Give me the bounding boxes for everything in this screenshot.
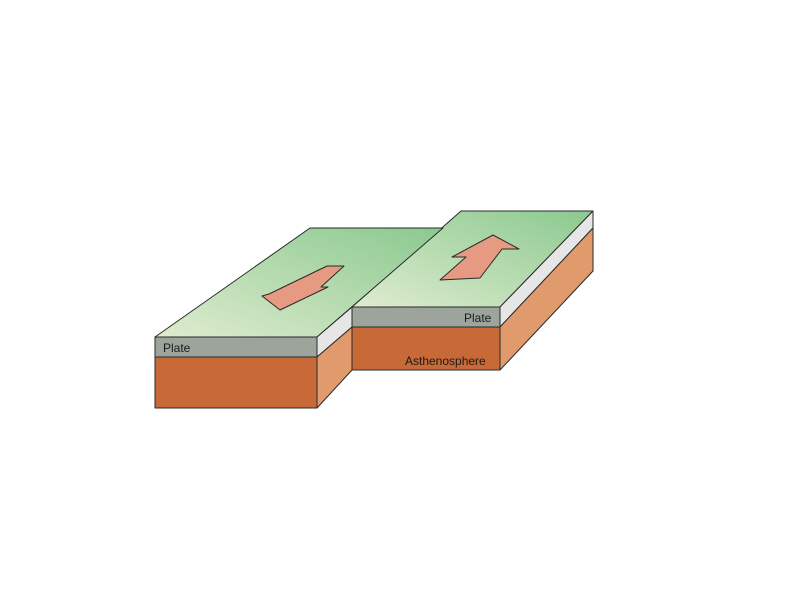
asthenosphere-label: Asthenosphere: [405, 354, 486, 368]
right-asthenosphere-side: [499, 227, 594, 371]
left-plate-arrow: [261, 265, 345, 311]
left-asthenosphere-front: [154, 356, 318, 409]
left-asthenosphere-side: [316, 326, 353, 409]
right-plate-arrow: [439, 234, 520, 281]
right-plate-label: Plate: [464, 311, 492, 325]
left-plate-label: Plate: [163, 341, 191, 355]
